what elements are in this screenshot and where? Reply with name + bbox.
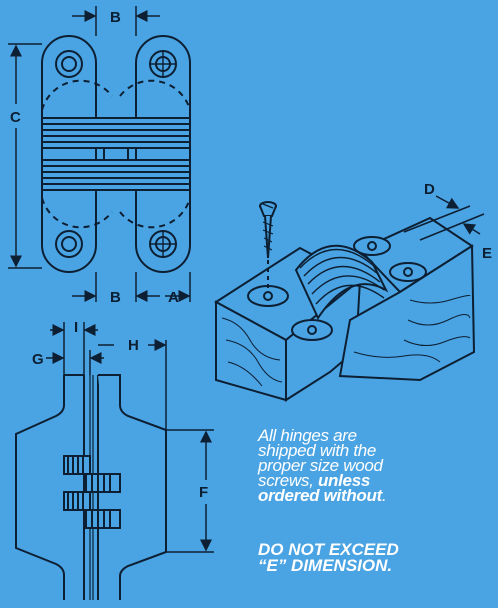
label-f: F: [199, 484, 208, 501]
label-i: I: [74, 319, 78, 336]
hinge-front-view: [41, 35, 191, 273]
note-line-5: ordered without.: [258, 486, 458, 505]
hinge-installed-view: [214, 205, 485, 402]
note-line-2: shipped with the: [258, 441, 377, 460]
note-period: .: [381, 486, 387, 505]
front-view-dimensions: [8, 6, 191, 302]
label-a: A: [168, 289, 179, 306]
hinge-side-view: [15, 374, 167, 600]
note-line-4-prefix: screws,: [258, 471, 318, 490]
wood-screw: [259, 201, 277, 292]
label-b-bottom: B: [110, 289, 121, 306]
warning-line-1: DO NOT EXCEED: [258, 540, 399, 559]
note-emphasis-unless: unless: [317, 471, 371, 490]
label-e: E: [482, 245, 492, 262]
label-g: G: [32, 351, 44, 368]
label-c: C: [10, 109, 21, 126]
note-line-3: proper size wood: [258, 456, 383, 475]
label-d: D: [424, 181, 435, 198]
screw-note: All hinges are shipped with the proper s…: [258, 426, 458, 505]
note-emphasis-ordered: ordered without: [258, 486, 382, 505]
side-view-dimensions: [46, 322, 214, 553]
warning-line-2: “E” DIMENSION.: [258, 556, 393, 575]
label-b-top: B: [110, 9, 121, 26]
note-line-4: screws, unless: [258, 471, 458, 490]
label-h: H: [128, 337, 139, 354]
installed-view-dimensions: [435, 195, 481, 235]
note-line-1: All hinges are: [258, 426, 357, 445]
dimension-warning: DO NOT EXCEED “E” DIMENSION.: [258, 540, 478, 575]
